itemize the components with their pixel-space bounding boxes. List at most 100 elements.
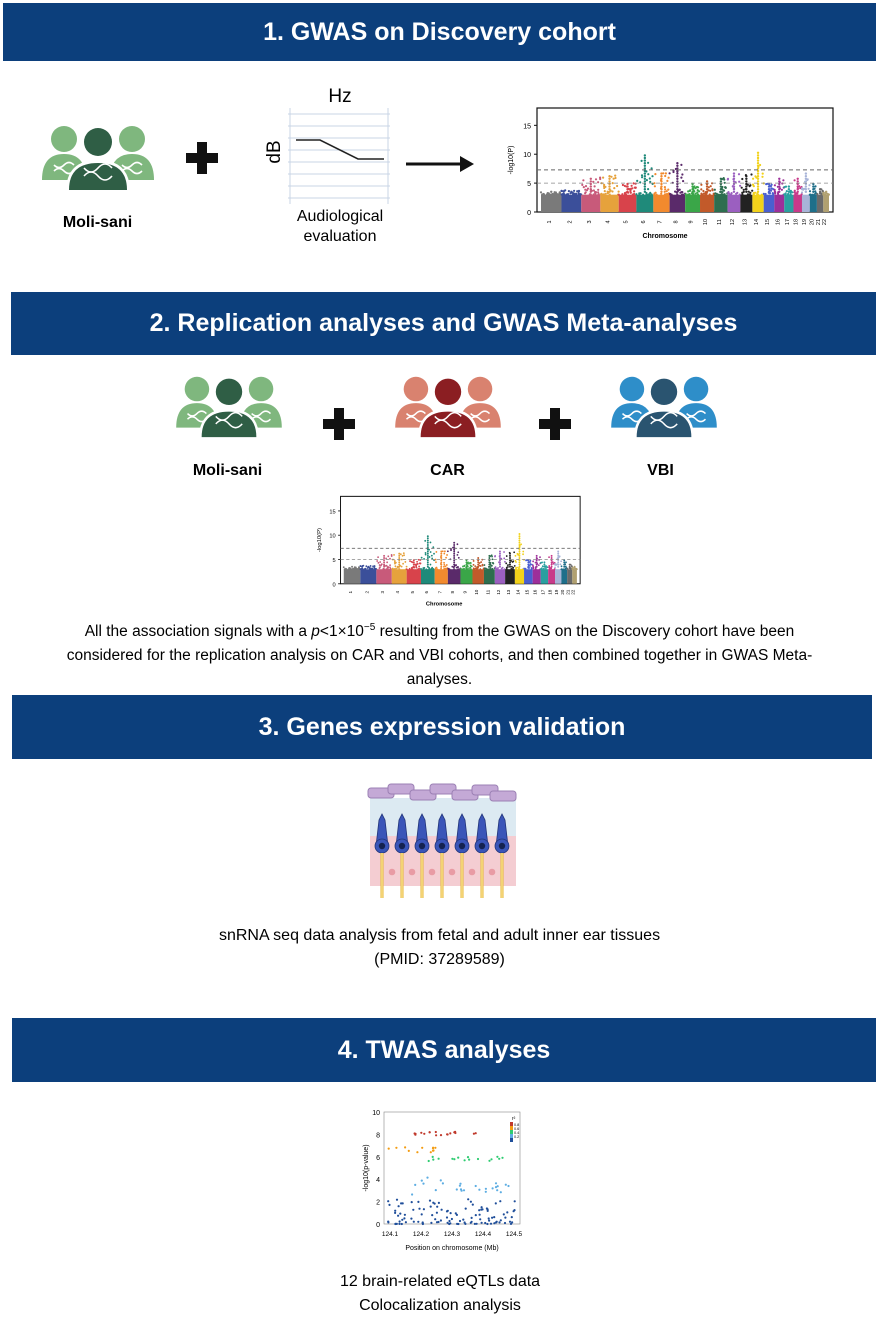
snp-point — [647, 161, 650, 164]
snp-point — [550, 554, 553, 557]
variant-point — [473, 1222, 476, 1225]
snp-point — [650, 167, 653, 170]
snp-point — [756, 154, 760, 157]
snp-point — [812, 188, 815, 191]
snp-point — [542, 568, 545, 570]
snp-point — [518, 535, 521, 538]
snp-point — [589, 180, 593, 183]
snp-point — [357, 567, 360, 570]
variant-point — [435, 1221, 439, 1224]
snp-point — [395, 561, 397, 564]
snp-point — [426, 535, 429, 538]
snp-point — [608, 190, 611, 193]
snp-point — [472, 559, 475, 562]
snp-point — [767, 190, 771, 193]
snp-point — [518, 557, 521, 560]
legend-swatch — [510, 1138, 513, 1142]
snp-point — [447, 567, 450, 570]
snp-point — [649, 191, 652, 194]
snp-point — [532, 567, 535, 570]
chromosome-tick-label: 8 — [450, 590, 455, 593]
snp-point — [550, 561, 553, 564]
snp-point — [773, 188, 776, 192]
snp-point — [509, 559, 511, 562]
support-nucleus — [388, 868, 396, 876]
snp-point — [640, 174, 644, 177]
variant-point — [417, 1200, 420, 1203]
snp-point — [796, 177, 799, 180]
variant-point — [480, 1208, 483, 1211]
snp-point — [613, 187, 616, 190]
snp-point — [681, 173, 684, 176]
snp-point — [691, 188, 694, 191]
variant-point — [401, 1218, 404, 1221]
snp-point — [653, 193, 656, 196]
snp-point — [643, 156, 647, 160]
snp-point — [577, 189, 581, 192]
snp-point — [680, 163, 683, 166]
snp-point — [468, 562, 470, 565]
snp-point — [426, 541, 429, 544]
snp-point — [453, 557, 456, 560]
snp-point — [676, 162, 679, 165]
snp-point — [410, 560, 413, 563]
snp-point — [539, 556, 541, 559]
snp-point — [434, 568, 437, 571]
snp-point — [653, 182, 656, 185]
snp-point — [426, 550, 429, 553]
snp-point — [732, 175, 736, 178]
chromosome-band — [447, 569, 461, 584]
legend-label: 0.2 — [514, 1135, 519, 1139]
snp-point — [342, 566, 345, 569]
variant-point — [486, 1222, 489, 1226]
snp-point — [602, 176, 605, 179]
snp-point — [739, 184, 742, 187]
variant-point — [459, 1182, 462, 1185]
snp-point — [370, 568, 373, 570]
snp-point — [465, 565, 468, 568]
variant-point — [453, 1131, 456, 1134]
snp-point — [499, 565, 501, 568]
snp-point — [361, 567, 364, 570]
snp-point — [608, 188, 611, 191]
arrow-right-icon — [406, 156, 474, 172]
snp-point — [509, 563, 511, 566]
chromosome-tick-label: 12 — [730, 219, 736, 225]
snp-point — [424, 539, 427, 542]
variant-point — [395, 1146, 398, 1149]
hair-cell-nucleus — [378, 842, 386, 850]
snp-point — [399, 553, 402, 556]
snp-point — [816, 193, 819, 196]
snp-point — [754, 191, 757, 194]
chromosome-band — [581, 194, 601, 212]
chromosome-tick-label: 9 — [689, 220, 695, 223]
snp-point — [822, 191, 825, 194]
snp-point — [402, 562, 404, 565]
chromosome-tick-label: 16 — [775, 219, 781, 225]
snp-point — [724, 186, 727, 189]
snp-point — [736, 191, 739, 194]
snp-point — [408, 567, 411, 570]
snp-point — [523, 567, 526, 570]
snp-point — [397, 566, 399, 569]
snp-point — [745, 182, 748, 186]
snp-point — [554, 566, 556, 569]
variant-point — [458, 1219, 462, 1223]
snp-point — [462, 565, 464, 568]
snp-point — [469, 562, 472, 564]
snp-point — [660, 192, 663, 195]
snp-point — [752, 177, 755, 180]
snp-point — [553, 191, 556, 194]
snp-point — [518, 537, 521, 540]
snp-point — [453, 543, 456, 546]
snp-point — [514, 554, 517, 557]
variant-point — [395, 1198, 399, 1201]
snp-point — [705, 190, 709, 193]
snp-point — [604, 185, 607, 188]
snp-point — [389, 564, 391, 567]
snp-point — [778, 185, 781, 188]
snp-point — [565, 561, 567, 564]
snp-point — [383, 559, 386, 562]
snp-point — [756, 169, 760, 173]
chromosome-band — [700, 194, 715, 212]
